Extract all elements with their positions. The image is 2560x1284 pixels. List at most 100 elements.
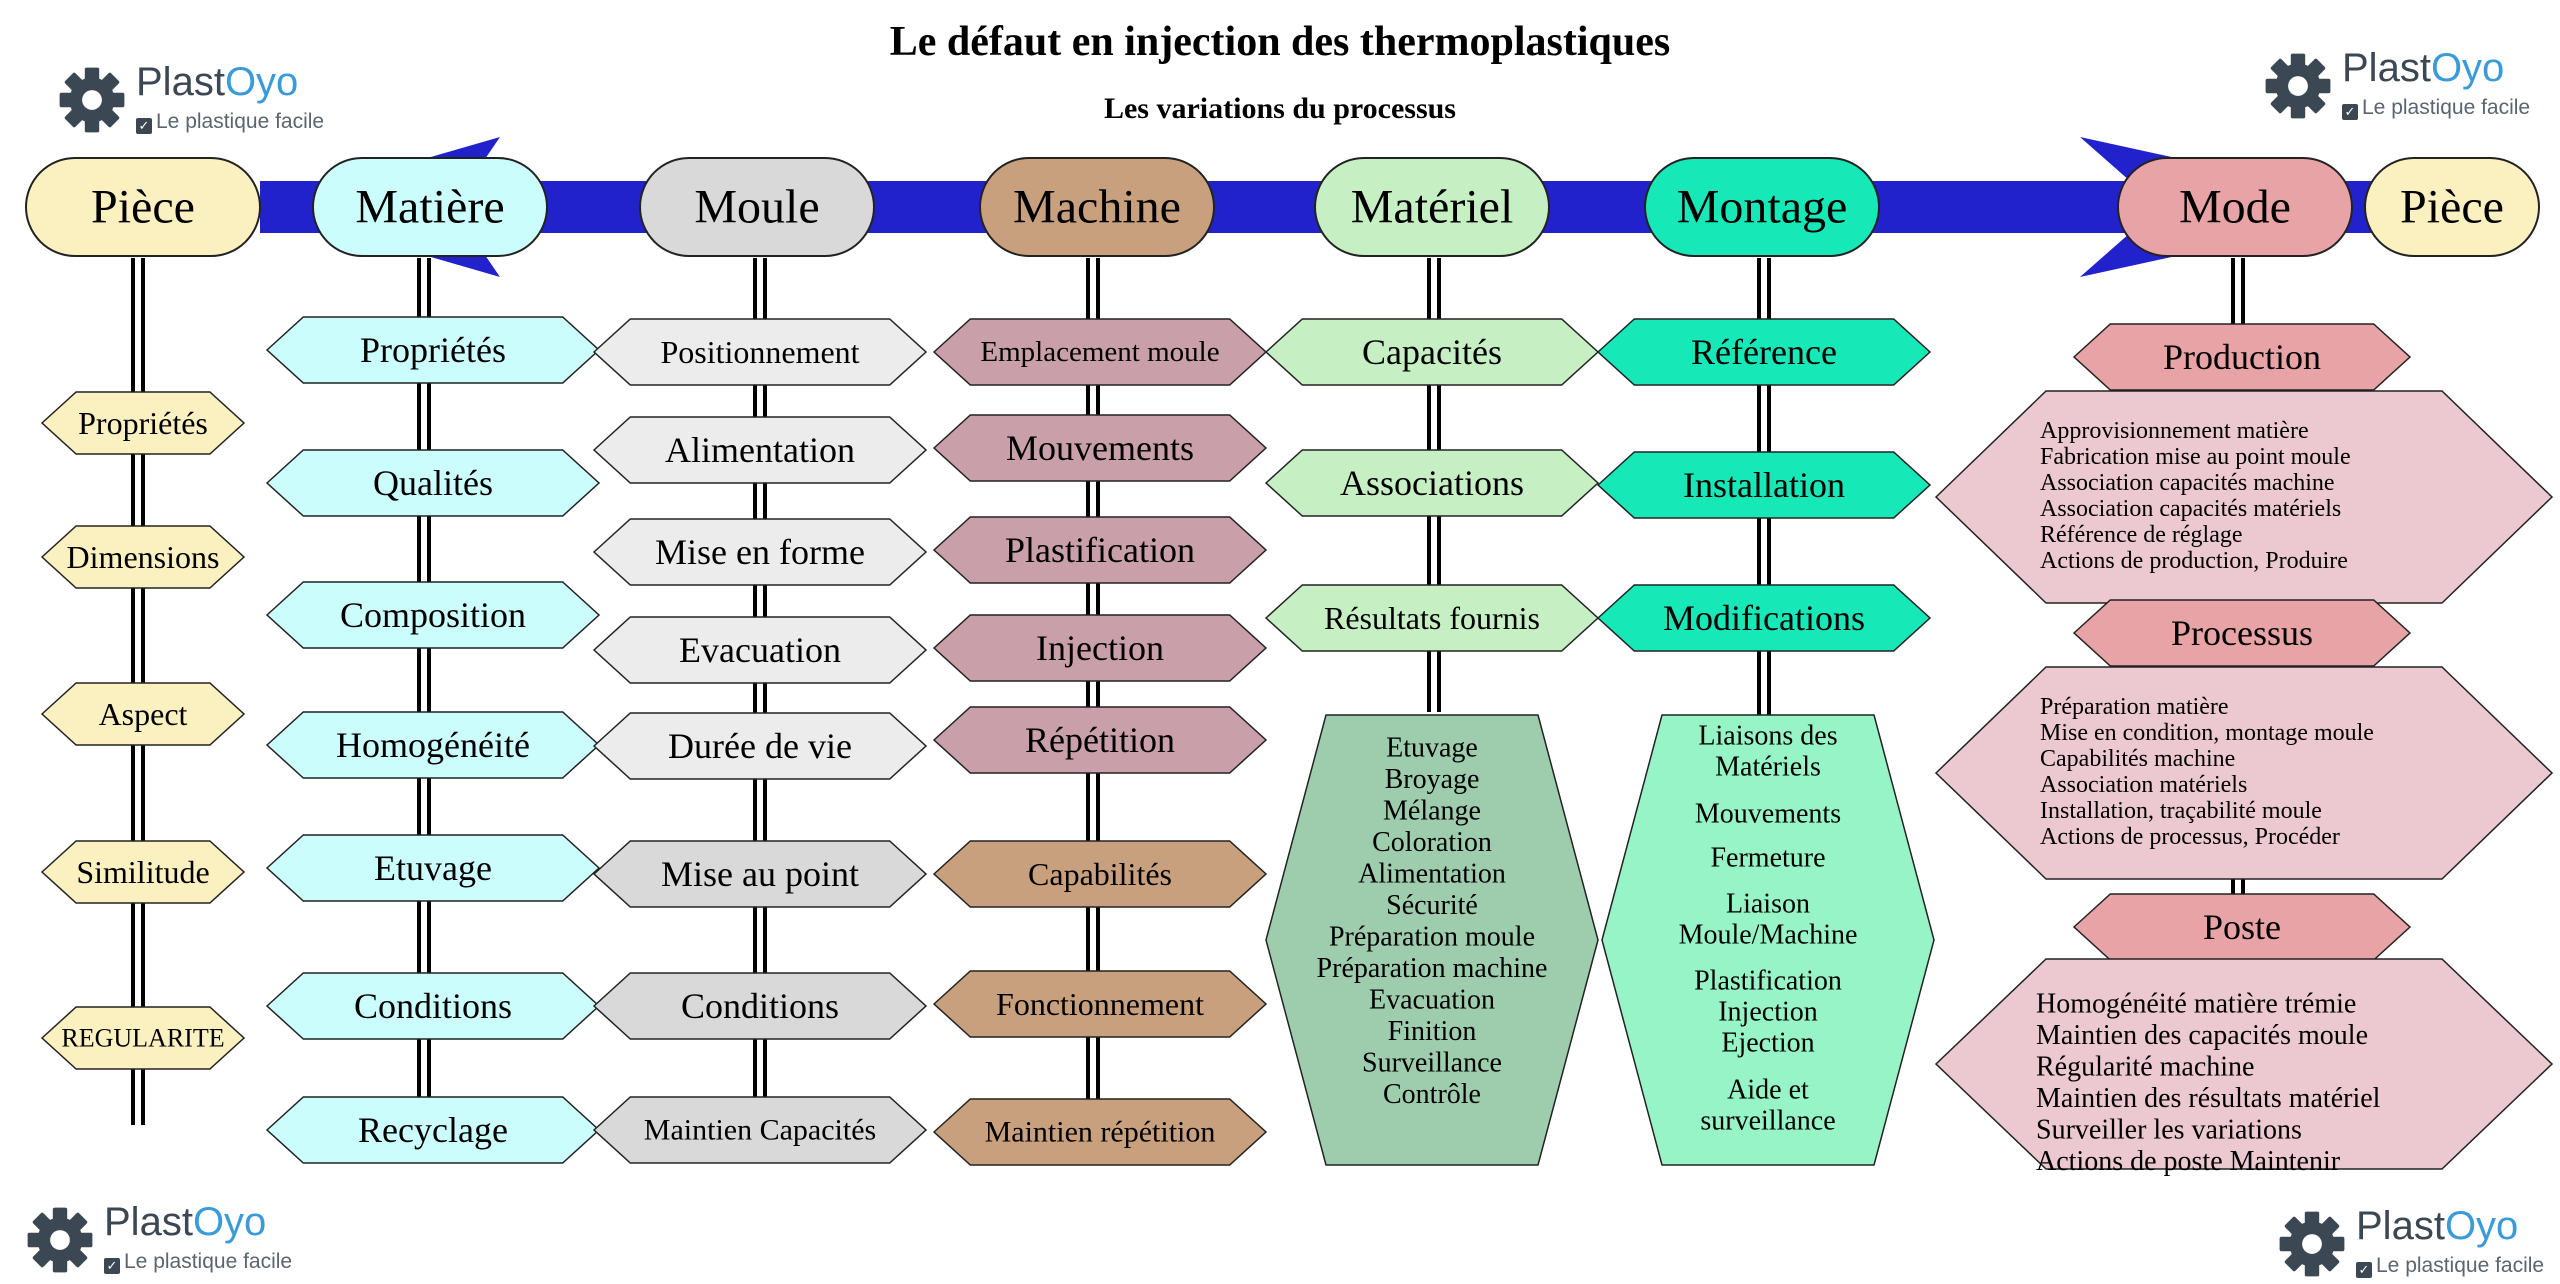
machine-item-label: Injection [1036,628,1164,668]
montage-item-label: Installation [1683,465,1845,505]
piece-item: REGULARITE [40,1006,246,1070]
mode-processus-line: Mise en condition, montage moule [2040,720,2374,746]
logo-brand-b: Oyo [2444,1204,2519,1248]
montage-item: Installation [1596,451,1932,519]
gear-icon [2265,53,2331,119]
matiere-item-label: Etuvage [374,848,492,888]
logo-brand-b: Oyo [224,60,299,104]
piece-item-shape [40,391,246,455]
moule-item: Mise au point [592,840,928,908]
machine-item: Emplacement moule [932,318,1268,386]
check-icon: ✓ [136,118,152,134]
header-moule-label: Moule [694,181,819,234]
header-materiel-shape [1314,157,1550,257]
machine-item: Capabilités [932,840,1268,908]
materiel-item: Capacités [1264,318,1600,386]
header-moule-shape [639,157,875,257]
header-mode-label: Mode [2179,181,2291,234]
gear-icon [2279,1211,2345,1277]
moule-item-label: Mise en forme [655,532,865,572]
plastoyo-logo-bottom-right: PlastOyo ✓Le plastique facile [2276,1204,2556,1284]
materiel-panel-line: Finition [1388,1016,1477,1047]
piece-item-label: Dimensions [67,539,220,575]
moule-item-label: Alimentation [665,430,855,470]
materiel-panel-line: Contrôle [1383,1079,1481,1110]
plastoyo-logo-bottom-left: PlastOyo ✓Le plastique facile [24,1200,304,1280]
logo-brand-b: Oyo [192,1200,267,1244]
montage-panel-line: Moule/Machine [1679,920,1858,951]
montage-panel: Liaisons desMatérielsMouvementsFermeture… [1601,714,1935,1166]
moule-item-label: Durée de vie [668,726,852,766]
mode-poste-line: Maintien des capacités moule [2036,1020,2368,1051]
mode-processus-panel-shape [1934,666,2554,880]
matiere-item-shape [265,449,601,517]
mode-poste-line: Surveiller les variations [2036,1115,2302,1146]
materiel-panel-line: Surveillance [1362,1048,1502,1079]
matiere-item-label: Propriétés [360,330,506,370]
montage-panel-line: Matériels [1715,752,1821,783]
mode-production-line: Référence de réglage [2040,522,2243,548]
machine-item-label: Fonctionnement [996,986,1204,1022]
montage-panel-shape [1601,714,1935,1166]
machine-item-label: Capabilités [1028,856,1172,892]
materiel-item-shape [1264,449,1600,517]
materiel-item-label: Associations [1340,463,1524,503]
materiel-panel-line: Préparation moule [1329,922,1535,953]
header-piece-left-label: Pièce [91,181,195,234]
mode-processus-header-shape [2072,599,2412,667]
materiel-panel: EtuvageBroyageMélangeColorationAlimentat… [1265,714,1599,1166]
header-machine-label: Machine [1013,181,1181,234]
header-montage-label: Montage [1677,181,1848,234]
machine-item-shape [932,414,1268,482]
header-piece-left: Pièce [25,157,261,257]
materiel-panel-line: Alimentation [1358,859,1506,890]
materiel-panel-line: Mélange [1383,796,1481,827]
mode-production-line: Association capacités matériels [2040,496,2341,522]
mode-poste-line: Maintien des résultats matériel [2036,1083,2381,1114]
machine-item-shape [932,706,1268,774]
header-materiel-label: Matériel [1351,181,1514,234]
logo-brand-a: Plast [104,1200,193,1244]
matiere-item: Homogénéité [265,711,601,779]
montage-panel-line: Mouvements [1695,799,1841,830]
machine-item: Mouvements [932,414,1268,482]
logo-tagline: Le plastique facile [124,1250,293,1273]
logo-tagline: Le plastique facile [2376,1254,2545,1277]
moule-item: Alimentation [592,416,928,484]
matiere-item-shape [265,581,601,649]
moule-item-label: Mise au point [661,854,859,894]
plastoyo-logo-top-left: PlastOyo ✓Le plastique facile [56,60,336,140]
moule-item-label: Positionnement [660,334,859,370]
montage-item-label: Modifications [1663,598,1865,638]
matiere-item: Propriétés [265,316,601,384]
mode-poste-header-label: Poste [2203,907,2281,947]
header-mode: Mode [2117,157,2353,257]
machine-item: Plastification [932,516,1268,584]
mode-production-panel-shape [1934,390,2554,604]
materiel-panel-line: Sécurité [1386,890,1478,921]
materiel-item: Associations [1264,449,1600,517]
mode-processus-line: Capabilités machine [2040,746,2235,772]
moule-item: Evacuation [592,616,928,684]
header-piece-left-shape [25,157,261,257]
piece-item: Dimensions [40,525,246,589]
logo-brand-a: Plast [2342,46,2431,90]
matiere-item: Conditions [265,972,601,1040]
matiere-item-label: Recyclage [358,1110,508,1150]
matiere-item-label: Conditions [354,986,512,1026]
logo-tagline: Le plastique facile [156,110,325,133]
materiel-panel-line: Etuvage [1386,733,1478,764]
montage-panel-line: Ejection [1721,1028,1814,1059]
mode-poste-header: Poste [2072,893,2412,961]
mode-processus-header: Processus [2072,599,2412,667]
montage-panel-line: Injection [1718,997,1818,1028]
materiel-panel-line: Evacuation [1369,985,1495,1016]
matiere-item: Composition [265,581,601,649]
moule-item-shape [592,972,928,1040]
header-piece-right-shape [2364,157,2540,257]
mode-production-line: Fabrication mise au point moule [2040,444,2351,470]
moule-item-shape [592,712,928,780]
mode-production-line: Association capacités machine [2040,470,2335,496]
